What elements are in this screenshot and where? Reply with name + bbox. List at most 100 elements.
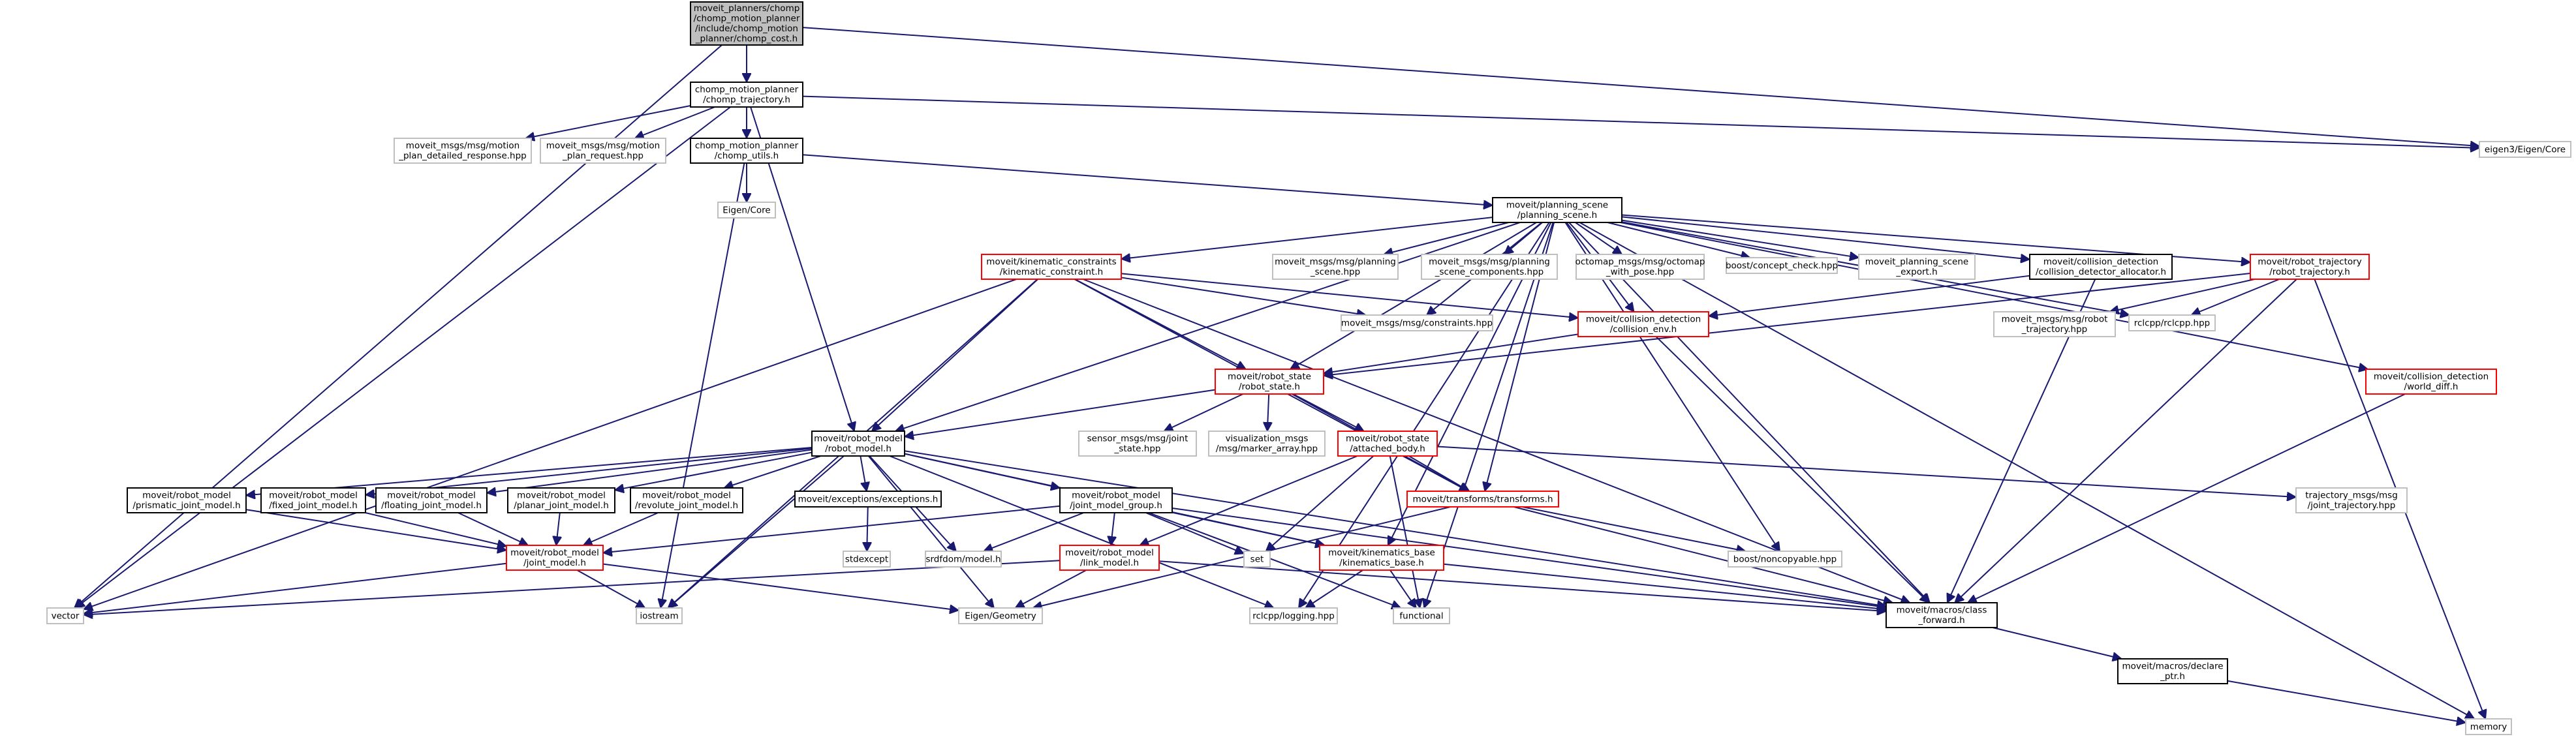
node-box-transforms[interactable] bbox=[1406, 491, 1559, 508]
node-box-planning_scene_msg[interactable] bbox=[1272, 254, 1399, 280]
node-box-srdfdom[interactable] bbox=[925, 551, 1002, 568]
node-transforms[interactable]: moveit/transforms/transforms.h bbox=[1406, 491, 1559, 508]
node-box-iostream[interactable] bbox=[636, 607, 683, 624]
node-box-robot_state[interactable] bbox=[1215, 369, 1324, 395]
node-box-planning_scene_export[interactable] bbox=[1858, 254, 1976, 280]
node-srdfdom[interactable]: srdfdom/model.h bbox=[925, 551, 1002, 568]
node-box-robot_model[interactable] bbox=[811, 431, 905, 457]
node-concept_check[interactable]: boost/concept_check.hpp bbox=[1726, 257, 1838, 274]
node-motion_plan_detailed_response[interactable]: moveit_msgs/msg/motion_plan_detailed_res… bbox=[394, 138, 532, 164]
node-box-class_forward[interactable] bbox=[1885, 602, 1998, 628]
node-robot_trajectory[interactable]: moveit/robot_trajectory/robot_trajectory… bbox=[2250, 254, 2370, 280]
node-class_forward[interactable]: moveit/macros/class_forward.h bbox=[1885, 602, 1998, 628]
node-octomap_with_pose[interactable]: octomap_msgs/msg/octomap_with_pose.hpp bbox=[1575, 254, 1705, 280]
node-box-planar_joint_model[interactable] bbox=[507, 487, 615, 513]
node-planning_scene[interactable]: moveit/planning_scene/planning_scene.h bbox=[1492, 197, 1622, 223]
node-box-rclcpp[interactable] bbox=[2128, 314, 2216, 331]
node-box-eigen_core[interactable] bbox=[717, 202, 776, 219]
node-joint_state[interactable]: sensor_msgs/msg/joint_state.hpp bbox=[1078, 431, 1197, 457]
node-box-chomp_cost[interactable] bbox=[690, 1, 803, 46]
node-kinematic_constraint[interactable]: moveit/kinematic_constraints/kinematic_c… bbox=[981, 254, 1122, 280]
node-joint_model[interactable]: moveit/robot_model/joint_model.h bbox=[506, 545, 604, 571]
node-link_model[interactable]: moveit/robot_model/link_model.h bbox=[1059, 545, 1160, 571]
node-rclcpp_logging[interactable]: rclcpp/logging.hpp bbox=[1249, 607, 1338, 624]
node-floating_joint_model[interactable]: moveit/robot_model/floating_joint_model.… bbox=[375, 487, 488, 513]
node-noncopyable[interactable]: boost/noncopyable.hpp bbox=[1728, 551, 1842, 568]
node-memory[interactable]: memory bbox=[2465, 718, 2512, 735]
node-collision_env[interactable]: moveit/collision_detection/collision_env… bbox=[1577, 311, 1709, 337]
node-box-functional[interactable] bbox=[1393, 607, 1450, 624]
node-set[interactable]: set bbox=[1243, 551, 1271, 568]
node-box-kinematics_base[interactable] bbox=[1319, 545, 1444, 571]
node-prismatic_joint_model[interactable]: moveit/robot_model/prismatic_joint_model… bbox=[127, 487, 247, 513]
node-eigen_geometry[interactable]: Eigen/Geometry bbox=[958, 607, 1043, 624]
node-box-robot_trajectory[interactable] bbox=[2250, 254, 2370, 280]
node-declare_ptr[interactable]: moveit/macros/declare_ptr.h bbox=[2117, 658, 2228, 684]
node-box-collision_detector_allocator[interactable] bbox=[2029, 254, 2173, 280]
node-planar_joint_model[interactable]: moveit/robot_model/planar_joint_model.h bbox=[507, 487, 615, 513]
node-box-kinematic_constraint[interactable] bbox=[981, 254, 1122, 280]
node-joint_model_group[interactable]: moveit/robot_model/joint_model_group.h bbox=[1059, 487, 1173, 513]
node-box-concept_check[interactable] bbox=[1726, 257, 1838, 274]
node-box-declare_ptr[interactable] bbox=[2117, 658, 2228, 684]
node-exceptions[interactable]: moveit/exceptions/exceptions.h bbox=[794, 491, 942, 508]
node-motion_plan_request[interactable]: moveit_msgs/msg/motion_plan_request.hpp bbox=[540, 138, 666, 164]
node-box-motion_plan_request[interactable] bbox=[540, 138, 666, 164]
node-kinematics_base[interactable]: moveit/kinematics_base/kinematics_base.h bbox=[1319, 545, 1444, 571]
node-box-prismatic_joint_model[interactable] bbox=[127, 487, 247, 513]
node-box-joint_model_group[interactable] bbox=[1059, 487, 1173, 513]
node-box-joint_trajectory[interactable] bbox=[2295, 487, 2408, 513]
node-marker_array[interactable]: visualization_msgs/msg/marker_array.hpp bbox=[1208, 431, 1326, 457]
node-box-joint_model[interactable] bbox=[506, 545, 604, 571]
node-box-chomp_utils[interactable] bbox=[690, 138, 803, 164]
node-constraints_hpp[interactable]: moveit_msgs/msg/constraints.hpp bbox=[1341, 314, 1493, 331]
node-chomp_cost[interactable]: moveit_planners/chomp/chomp_motion_plann… bbox=[690, 1, 803, 46]
node-box-robot_trajectory_msg[interactable] bbox=[1993, 311, 2116, 337]
node-box-planning_scene[interactable] bbox=[1492, 197, 1622, 223]
node-rclcpp[interactable]: rclcpp/rclcpp.hpp bbox=[2128, 314, 2216, 331]
node-box-motion_plan_detailed_response[interactable] bbox=[394, 138, 532, 164]
node-vector[interactable]: vector bbox=[46, 607, 84, 624]
node-planning_scene_export[interactable]: moveit_planning_scene_export.h bbox=[1858, 254, 1976, 280]
node-box-rclcpp_logging[interactable] bbox=[1249, 607, 1338, 624]
node-box-vector[interactable] bbox=[46, 607, 84, 624]
node-eigen_core[interactable]: Eigen/Core bbox=[717, 202, 776, 219]
node-box-link_model[interactable] bbox=[1059, 545, 1160, 571]
node-box-exceptions[interactable] bbox=[794, 491, 942, 508]
node-robot_trajectory_msg[interactable]: moveit_msgs/msg/robot_trajectory.hpp bbox=[1993, 311, 2116, 337]
node-box-attached_body[interactable] bbox=[1337, 431, 1438, 457]
node-robot_state[interactable]: moveit/robot_state/robot_state.h bbox=[1215, 369, 1324, 395]
node-box-floating_joint_model[interactable] bbox=[375, 487, 488, 513]
node-box-stdexcept[interactable] bbox=[843, 551, 891, 568]
node-box-marker_array[interactable] bbox=[1208, 431, 1326, 457]
node-box-world_diff[interactable] bbox=[2365, 369, 2497, 395]
node-collision_detector_allocator[interactable]: moveit/collision_detection/collision_det… bbox=[2029, 254, 2173, 280]
node-box-chomp_trajectory[interactable] bbox=[690, 82, 803, 108]
node-chomp_utils[interactable]: chomp_motion_planner/chomp_utils.h bbox=[690, 138, 803, 164]
node-box-eigen_geometry[interactable] bbox=[958, 607, 1043, 624]
node-stdexcept[interactable]: stdexcept bbox=[843, 551, 891, 568]
node-box-memory[interactable] bbox=[2465, 718, 2512, 735]
node-chomp_trajectory[interactable]: chomp_motion_planner/chomp_trajectory.h bbox=[690, 82, 803, 108]
node-planning_scene_msg[interactable]: moveit_msgs/msg/planning_scene.hpp bbox=[1272, 254, 1399, 280]
node-box-set[interactable] bbox=[1243, 551, 1271, 568]
node-box-joint_state[interactable] bbox=[1078, 431, 1197, 457]
node-box-constraints_hpp[interactable] bbox=[1341, 314, 1493, 331]
node-revolute_joint_model[interactable]: moveit/robot_model/revolute_joint_model.… bbox=[630, 487, 743, 513]
node-eigen3_core[interactable]: eigen3/Eigen/Core bbox=[2479, 141, 2571, 158]
node-fixed_joint_model[interactable]: moveit/robot_model/fixed_joint_model.h bbox=[260, 487, 366, 513]
node-box-eigen3_core[interactable] bbox=[2479, 141, 2571, 158]
node-iostream[interactable]: iostream bbox=[636, 607, 683, 624]
node-joint_trajectory[interactable]: trajectory_msgs/msg/joint_trajectory.hpp bbox=[2295, 487, 2408, 513]
node-attached_body[interactable]: moveit/robot_state/attached_body.h bbox=[1337, 431, 1438, 457]
node-world_diff[interactable]: moveit/collision_detection/world_diff.h bbox=[2365, 369, 2497, 395]
node-box-collision_env[interactable] bbox=[1577, 311, 1709, 337]
node-box-planning_scene_components[interactable] bbox=[1421, 254, 1558, 280]
node-robot_model[interactable]: moveit/robot_model/robot_model.h bbox=[811, 431, 905, 457]
node-box-octomap_with_pose[interactable] bbox=[1575, 254, 1705, 280]
node-functional[interactable]: functional bbox=[1393, 607, 1450, 624]
node-box-noncopyable[interactable] bbox=[1728, 551, 1842, 568]
node-box-revolute_joint_model[interactable] bbox=[630, 487, 743, 513]
node-box-fixed_joint_model[interactable] bbox=[260, 487, 366, 513]
node-planning_scene_components[interactable]: moveit_msgs/msg/planning_scene_component… bbox=[1421, 254, 1558, 280]
